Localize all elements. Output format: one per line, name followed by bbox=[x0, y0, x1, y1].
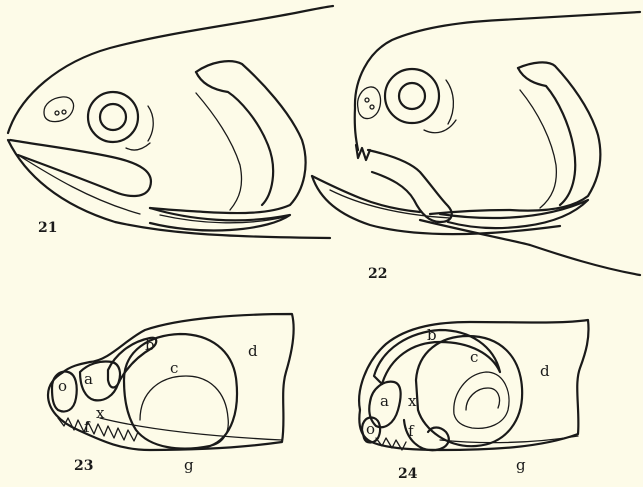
fig24-label-g: g bbox=[516, 456, 526, 474]
fig23-label-o: o bbox=[58, 377, 67, 395]
figure-21-number: 21 bbox=[38, 220, 57, 236]
fig24-label-f: f bbox=[408, 422, 415, 440]
fig21-jaw-line bbox=[18, 155, 140, 214]
fig24-label-d: d bbox=[540, 362, 550, 380]
fig24-part-c-inner bbox=[454, 372, 509, 428]
fig21-eye-inner bbox=[100, 104, 126, 130]
fig23-ventral-line bbox=[100, 418, 282, 440]
fig22-nostril-pore-2 bbox=[370, 105, 374, 109]
figure-22-head: 22 bbox=[312, 12, 640, 282]
fig22-operculum-inner bbox=[518, 68, 575, 205]
figure-24-number: 24 bbox=[398, 466, 418, 482]
fig22-eye-arc-2 bbox=[424, 120, 456, 133]
fig21-nostril-pore-2 bbox=[62, 110, 66, 114]
fig22-nostril bbox=[358, 87, 381, 119]
figure-23-diagram: o a b c d x f g 23 bbox=[48, 314, 294, 474]
fig24-label-o: o bbox=[366, 420, 375, 438]
fig21-eye-arc-2 bbox=[126, 143, 150, 150]
fig24-label-b: b bbox=[427, 326, 437, 344]
figure-23-number: 23 bbox=[74, 458, 93, 474]
figure-22-number: 22 bbox=[368, 266, 387, 282]
fig21-eye-arc-1 bbox=[148, 106, 153, 141]
fig21-dorsal-outline bbox=[8, 6, 333, 133]
fig22-eye-arc-1 bbox=[446, 80, 453, 124]
fig22-lower-jaw bbox=[312, 176, 420, 212]
fig21-operculum-inner bbox=[196, 72, 273, 205]
fig22-dorsal-outline bbox=[355, 12, 640, 108]
figure-24-diagram: o a b c d x f g 24 bbox=[359, 320, 588, 482]
fig21-nostril-pore-1 bbox=[55, 111, 59, 115]
fig21-nostril bbox=[44, 97, 74, 122]
figure-21-head: 21 bbox=[8, 6, 333, 238]
fig22-nostril-pore-1 bbox=[365, 98, 369, 102]
fig22-preopercle-arc bbox=[520, 90, 556, 208]
fig24-part-c-inner-2 bbox=[466, 388, 500, 410]
fig22-operculum-outer bbox=[430, 62, 600, 214]
fig24-label-a: a bbox=[380, 392, 389, 410]
fig23-label-x: x bbox=[96, 404, 105, 422]
fig24-ventral-line bbox=[440, 436, 578, 443]
fig24-label-c: c bbox=[470, 348, 478, 366]
fig24-label-x: x bbox=[408, 392, 417, 410]
fig21-eye-outer bbox=[88, 92, 138, 142]
fig23-label-c: c bbox=[170, 359, 178, 377]
fig22-branchiostegal bbox=[440, 200, 588, 228]
fig23-label-a: a bbox=[84, 370, 93, 388]
fig22-ventral-outline bbox=[420, 220, 640, 275]
fig22-eye-outer bbox=[385, 69, 439, 123]
fig23-label-d: d bbox=[248, 342, 258, 360]
fig24-outline bbox=[359, 320, 588, 450]
fig22-snout bbox=[355, 108, 358, 150]
fig23-label-b: b bbox=[145, 336, 155, 354]
fig21-preopercle-arc bbox=[196, 93, 242, 210]
fig23-label-g: g bbox=[184, 456, 194, 474]
fig21-maxilla bbox=[10, 140, 151, 196]
fig22-eye-inner bbox=[399, 83, 425, 109]
